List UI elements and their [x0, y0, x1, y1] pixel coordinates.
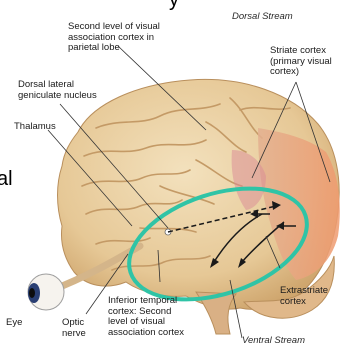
striate-cortex-label: Striate cortex (primary visual cortex): [270, 46, 332, 78]
dorsal-lateral-geniculate-label: Dorsal lateral geniculate nucleus: [18, 80, 97, 101]
second-level-parietal-label: Second level of visual association corte…: [68, 22, 160, 54]
eye-label: Eye: [6, 318, 22, 329]
extrastriate-cortex-label: Extrastriate cortex: [280, 286, 328, 307]
inferior-temporal-label: Inferior temporal cortex: Second level o…: [108, 296, 184, 338]
thalamus-label: Thalamus: [14, 122, 56, 133]
dorsal-stream-label: Dorsal Stream: [232, 12, 293, 23]
cropped-left-fragment: al: [0, 168, 13, 191]
cropped-title-fragment: y: [169, 0, 179, 12]
ventral-stream-label: Ventral Stream: [242, 336, 305, 347]
optic-nerve-label: Optic nerve: [62, 318, 86, 339]
eye-pupil: [29, 288, 35, 298]
